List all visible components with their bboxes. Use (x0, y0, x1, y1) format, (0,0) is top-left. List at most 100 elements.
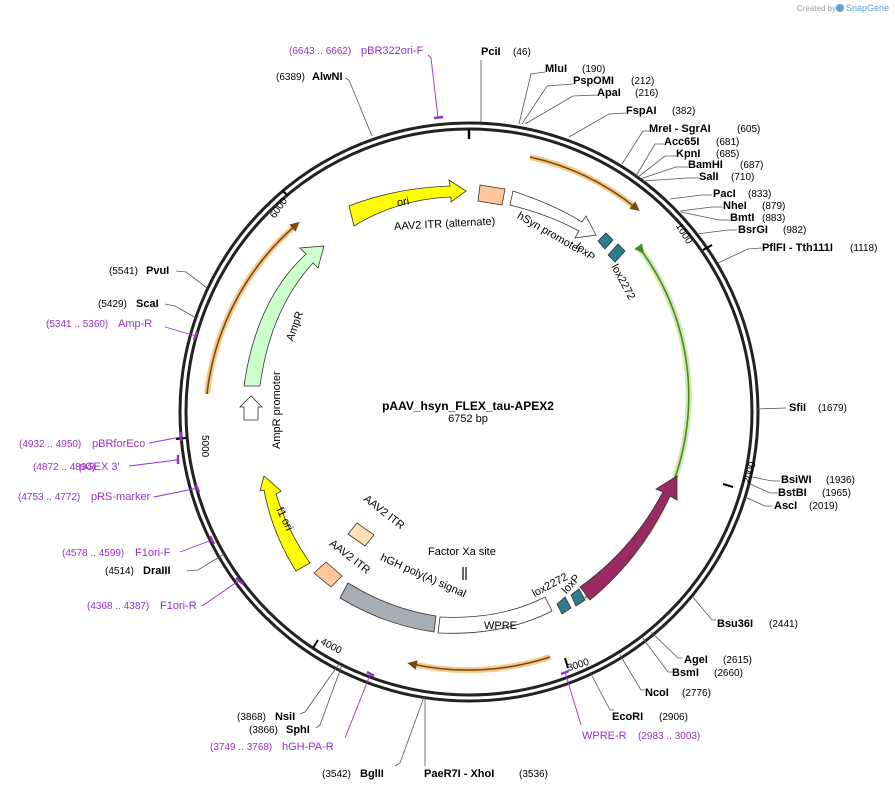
site-kpni-pos: (685) (716, 149, 739, 160)
site-bmti[interactable]: BmtI (730, 212, 754, 224)
site-pvui-pos: (5541) (109, 266, 138, 277)
feature-ampr-promoter-label: AmpR promoter (271, 371, 283, 449)
site-nsii[interactable]: NsiI (275, 711, 295, 723)
feature-apex2[interactable] (579, 475, 678, 601)
orf-arc-1 (529, 156, 640, 212)
site-bsrgi[interactable]: BsrGI (738, 224, 768, 236)
feature-loxp-bottom[interactable] (570, 588, 586, 607)
primer-f1ori-r-pos: (4368 .. 4387) (87, 601, 149, 612)
site-pcii[interactable]: PciI (481, 46, 501, 58)
site-bsmi[interactable]: BsmI (672, 667, 699, 679)
site-fspai[interactable]: FspAI (626, 105, 657, 117)
feature-hsyn-promoter[interactable] (509, 190, 597, 239)
site-nsii-pos: (3868) (237, 712, 266, 723)
site-nhei[interactable]: NheI (723, 200, 747, 212)
feature-ori-label: ori (396, 195, 410, 209)
tick-2000: 2000 (722, 460, 759, 488)
restriction-sites: PciI (46) MluI (190) PspOMI (212) ApaI (… (98, 46, 877, 780)
site-acc65i[interactable]: Acc65I (664, 136, 699, 148)
feature-lox2272-top[interactable] (607, 243, 626, 263)
site-fspai-pos: (382) (672, 106, 695, 117)
primer-hgh-pa-r-pos: (3749 .. 3768) (210, 742, 272, 753)
site-mlui[interactable]: MluI (545, 63, 567, 75)
feature-ampr[interactable] (243, 245, 325, 387)
primer-pgex-3[interactable]: pGEX 3' (79, 461, 120, 473)
site-draiii-pos: (4514) (105, 566, 134, 577)
site-bamhi[interactable]: BamHI (688, 159, 723, 171)
site-mrei-sgrai-pos: (605) (737, 124, 760, 135)
site-bmti-pos: (883) (762, 213, 785, 224)
feature-wpre[interactable] (437, 596, 553, 634)
primer-hgh-pa-r[interactable]: hGH-PA-R (282, 741, 334, 753)
tick-label-5000: 5000 (199, 435, 210, 458)
site-agei-pos: (2615) (723, 655, 752, 666)
primer-f1ori-r[interactable]: F1ori-R (160, 600, 197, 612)
plasmid-name: pAAV_hsyn_FLEX_tau-APEX2 (382, 399, 554, 413)
site-scai-pos: (5429) (98, 299, 127, 310)
site-bamhi-pos: (687) (740, 160, 763, 171)
site-sfii[interactable]: SfiI (789, 402, 806, 414)
site-kpni[interactable]: KpnI (676, 148, 700, 160)
feature-ampr-label: AmpR (284, 310, 306, 343)
branding-prefix: Created by (797, 4, 836, 13)
primer-f1ori-f-pos: (4578 .. 4599) (62, 548, 124, 559)
primer-pbrforeco[interactable]: pBRforEco (92, 438, 145, 450)
site-paer7i-xhoi[interactable]: PaeR7I - XhoI (424, 768, 494, 780)
primer-amp-r-pos: (5341 .. 5360) (46, 319, 108, 330)
feature-ampr-promoter[interactable] (239, 395, 263, 421)
site-draiii[interactable]: DraIII (143, 565, 171, 577)
site-sphi-pos: (3866) (249, 725, 278, 736)
primer-f1ori-f[interactable]: F1ori-F (135, 547, 171, 559)
primer-prs-marker-pos: (4753 .. 4772) (18, 492, 80, 503)
site-apai[interactable]: ApaI (597, 87, 621, 99)
feature-aav2-itr-1[interactable] (347, 522, 375, 547)
site-paci[interactable]: PacI (713, 188, 736, 200)
tick-label-2000: 2000 (742, 460, 759, 485)
site-ecori[interactable]: EcoRI (612, 711, 643, 723)
feature-aav2-itr-alternate[interactable] (477, 184, 506, 206)
site-bglii[interactable]: BglII (360, 768, 384, 780)
primer-wpre-r[interactable]: WPRE-R (582, 730, 627, 742)
site-asci[interactable]: AscI (774, 500, 797, 512)
site-ncoi-pos: (2776) (682, 688, 711, 699)
site-sali[interactable]: SalI (699, 171, 719, 183)
site-pcii-pos: (46) (513, 47, 531, 58)
site-pspomi-pos: (212) (631, 76, 654, 87)
feature-loxp-top[interactable] (597, 232, 614, 250)
primer-prs-marker[interactable]: pRS-marker (91, 491, 151, 503)
site-pspomi[interactable]: PspOMI (573, 75, 614, 87)
site-alwni[interactable]: AlwNI (312, 71, 343, 83)
feature-hgh-polya[interactable] (339, 582, 437, 633)
feature-aav2-itr-2[interactable] (313, 561, 343, 588)
site-paci-pos: (833) (748, 189, 771, 200)
feature-lox2272-top-label: lox2272 (608, 262, 637, 302)
backbone-outer (178, 121, 760, 703)
site-bsiwi[interactable]: BsiWI (781, 474, 812, 486)
site-bsu36i[interactable]: Bsu36I (717, 618, 753, 630)
primer-pbr322ori-f-pos: (6643 .. 6662) (289, 46, 351, 57)
primer-amp-r[interactable]: Amp-R (118, 318, 152, 330)
site-scai[interactable]: ScaI (136, 298, 159, 310)
feature-aav2-itr-alternate-label: AAV2 ITR (alternate) (394, 216, 496, 233)
feature-lox2272-bottom[interactable] (556, 596, 572, 615)
primers: pBR322ori-F (6643 .. 6662) Amp-R (5341 .… (18, 45, 700, 753)
site-ecori-pos: (2906) (659, 712, 688, 723)
site-ncoi[interactable]: NcoI (645, 687, 669, 699)
site-agei[interactable]: AgeI (684, 654, 708, 666)
primer-pbr322ori-f[interactable]: pBR322ori-F (361, 45, 424, 57)
site-pflfi-tth111i[interactable]: PflFI - Tth111I (762, 242, 833, 254)
site-nhei-pos: (879) (762, 201, 785, 212)
feature-f1-ori[interactable] (259, 475, 311, 572)
site-pvui[interactable]: PvuI (146, 265, 169, 277)
feature-wpre-label: WPRE (484, 620, 517, 632)
site-mrei-sgrai[interactable]: MreI - SgrAI (649, 123, 711, 135)
site-sfii-pos: (1679) (818, 403, 847, 414)
site-sphi[interactable]: SphI (286, 724, 310, 736)
site-bsiwi-pos: (1936) (826, 475, 855, 486)
site-bsmi-pos: (2660) (714, 668, 743, 679)
feature-hgh-polya-label: hGH poly(A) signal (379, 552, 468, 601)
feature-ori[interactable] (348, 179, 467, 227)
orf-arc-2 (407, 656, 551, 671)
site-bstbi[interactable]: BstBI (778, 487, 807, 499)
